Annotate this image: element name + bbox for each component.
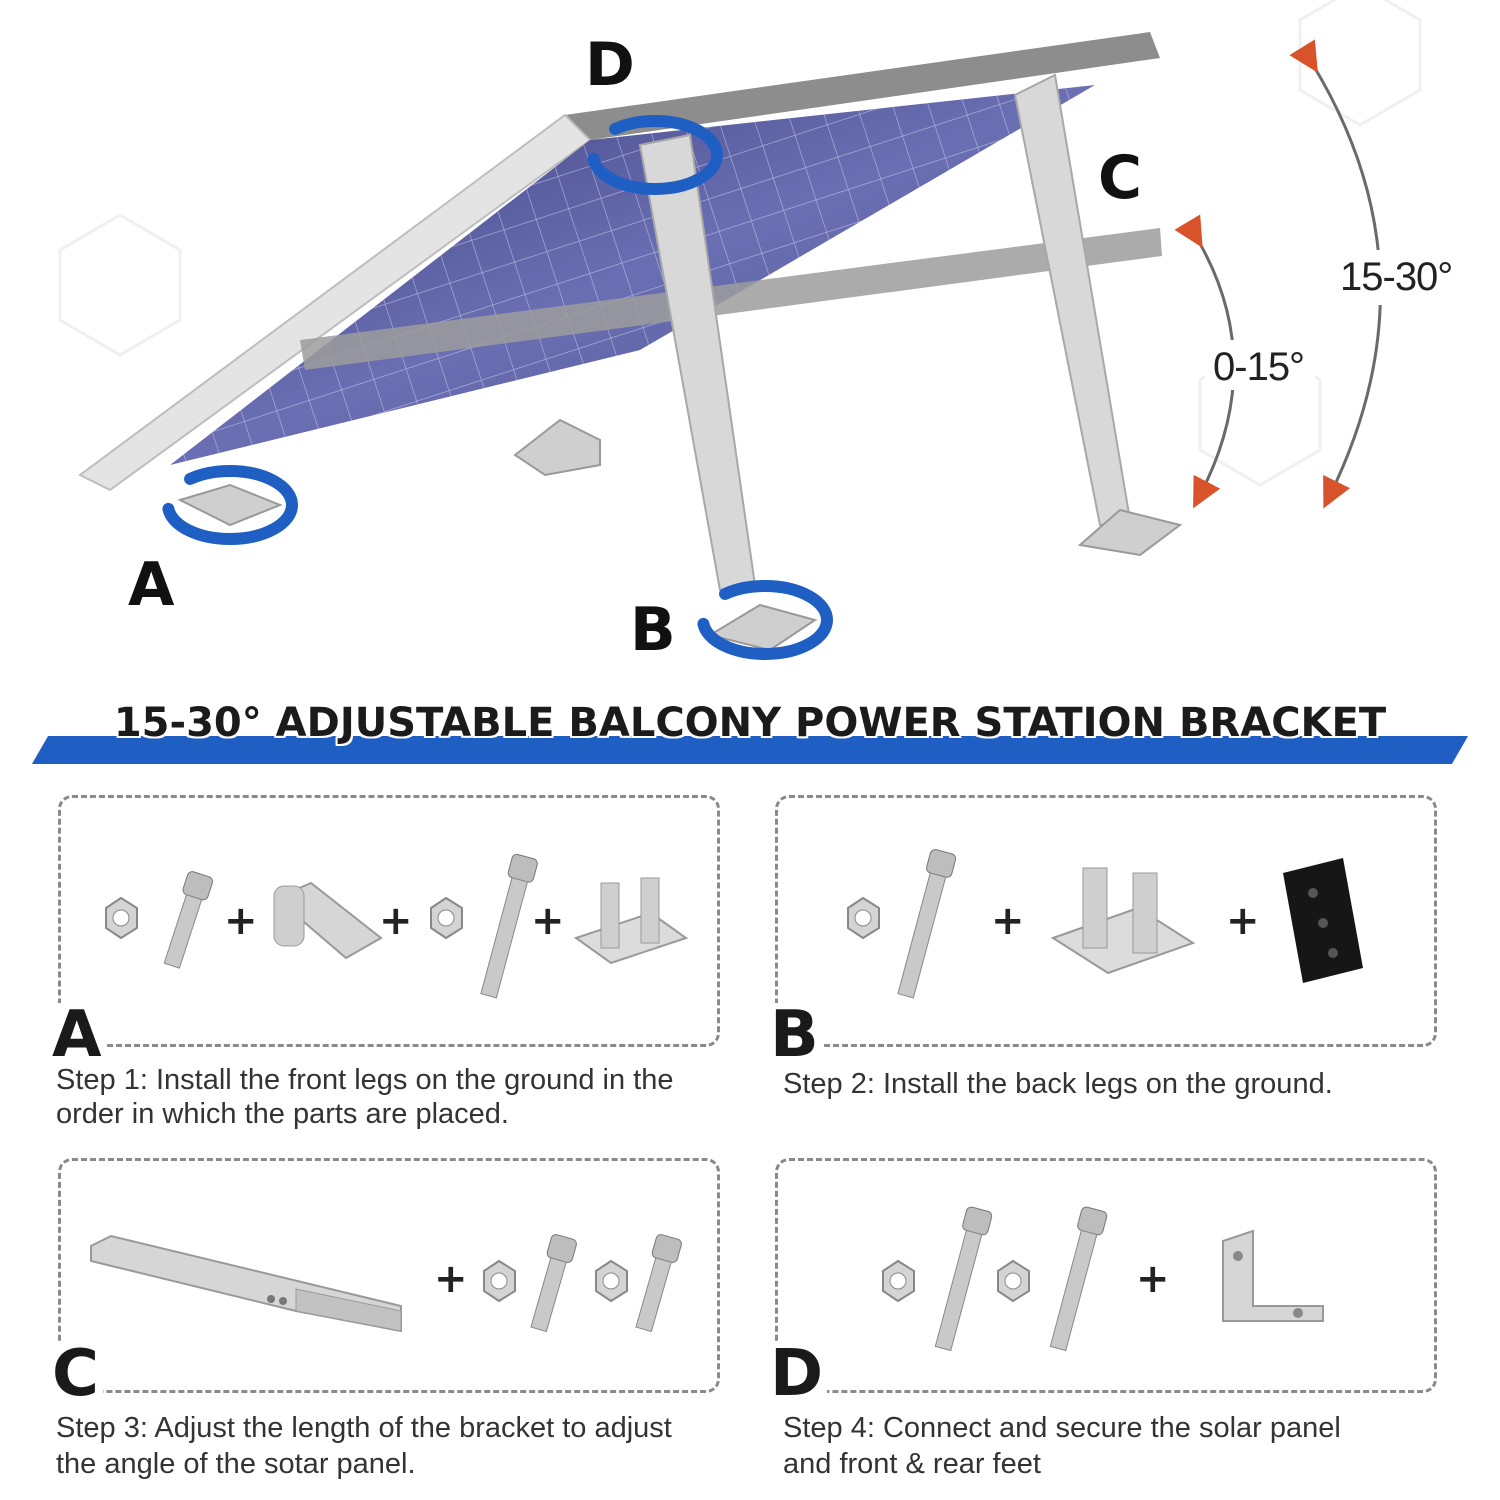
step-d-letter: D xyxy=(766,1342,828,1406)
step-a-parts xyxy=(105,853,689,999)
bolt-icon xyxy=(163,871,214,969)
hex-nut-icon xyxy=(105,896,138,940)
step-b-parts xyxy=(847,849,1363,999)
u-foot-bracket-icon xyxy=(1050,867,1196,975)
plus-sign: + xyxy=(531,898,565,944)
l-bracket-icon xyxy=(1222,1229,1324,1322)
bolt-icon xyxy=(635,1234,682,1333)
angle-range-large: 15-30° xyxy=(1340,255,1453,299)
hex-nut-icon xyxy=(595,1259,628,1303)
label-d: D xyxy=(585,30,635,100)
angle-range-small: 0-15° xyxy=(1213,345,1305,389)
long-bolt-icon xyxy=(1049,1206,1108,1352)
long-bolt-icon xyxy=(897,849,957,999)
plus-sign: + xyxy=(434,1256,468,1302)
step-b-letter: B xyxy=(766,1003,823,1067)
rubber-pad-icon xyxy=(1283,858,1363,983)
banner-title: 15-30° ADJUSTABLE BALCONY POWER STATION … xyxy=(113,700,1387,746)
step-a-text-line1: Step 1: Install the front legs on the gr… xyxy=(56,1064,674,1096)
telescopic-leg-icon xyxy=(90,1234,402,1333)
plus-sign: + xyxy=(1136,1256,1170,1302)
plus-sign: + xyxy=(224,898,258,944)
plus-sign: + xyxy=(991,898,1025,944)
title-banner: 15-30° ADJUSTABLE BALCONY POWER STATION … xyxy=(31,700,1469,770)
step-b-box: + + xyxy=(775,795,1437,1047)
label-b: B xyxy=(630,595,676,665)
hex-nut-icon xyxy=(430,896,463,940)
step-d-parts xyxy=(882,1206,1324,1352)
bolt-icon xyxy=(530,1234,577,1333)
step-a-text-line2: order in which the parts are placed. xyxy=(56,1098,509,1130)
panel-top-edge xyxy=(565,32,1160,140)
step-c-text-line2: the angle of the sotar panel. xyxy=(56,1448,416,1480)
hero-illustration: D C A B 0-15° 15-30° xyxy=(0,0,1500,700)
hex-nut-icon xyxy=(483,1259,516,1303)
long-bolt-icon xyxy=(934,1206,993,1352)
step-c-parts xyxy=(90,1234,682,1333)
step-d-text-line2: and front & rear feet xyxy=(783,1448,1041,1480)
long-bolt-icon xyxy=(480,853,538,999)
step-d-box: + xyxy=(775,1158,1437,1393)
label-c: C xyxy=(1098,143,1143,213)
hinge-bracket-icon xyxy=(273,881,383,960)
hex-nut-icon xyxy=(997,1259,1030,1303)
step-b-text-line1: Step 2: Install the back legs on the gro… xyxy=(783,1068,1333,1100)
step-a-letter: A xyxy=(48,1003,106,1067)
plus-sign: + xyxy=(379,898,413,944)
u-foot-bracket-icon xyxy=(573,877,689,965)
plus-sign: + xyxy=(1226,898,1260,944)
step-c-letter: C xyxy=(48,1342,103,1406)
step-a-box: + + + xyxy=(58,795,720,1047)
label-a: A xyxy=(128,550,175,620)
hex-nut-icon xyxy=(882,1259,915,1303)
hex-nut-icon xyxy=(847,896,880,940)
step-c-text-line1: Step 3: Adjust the length of the bracket… xyxy=(56,1412,672,1444)
step-d-text-line1: Step 4: Connect and secure the solar pan… xyxy=(783,1412,1341,1444)
step-c-box: + xyxy=(58,1158,720,1393)
